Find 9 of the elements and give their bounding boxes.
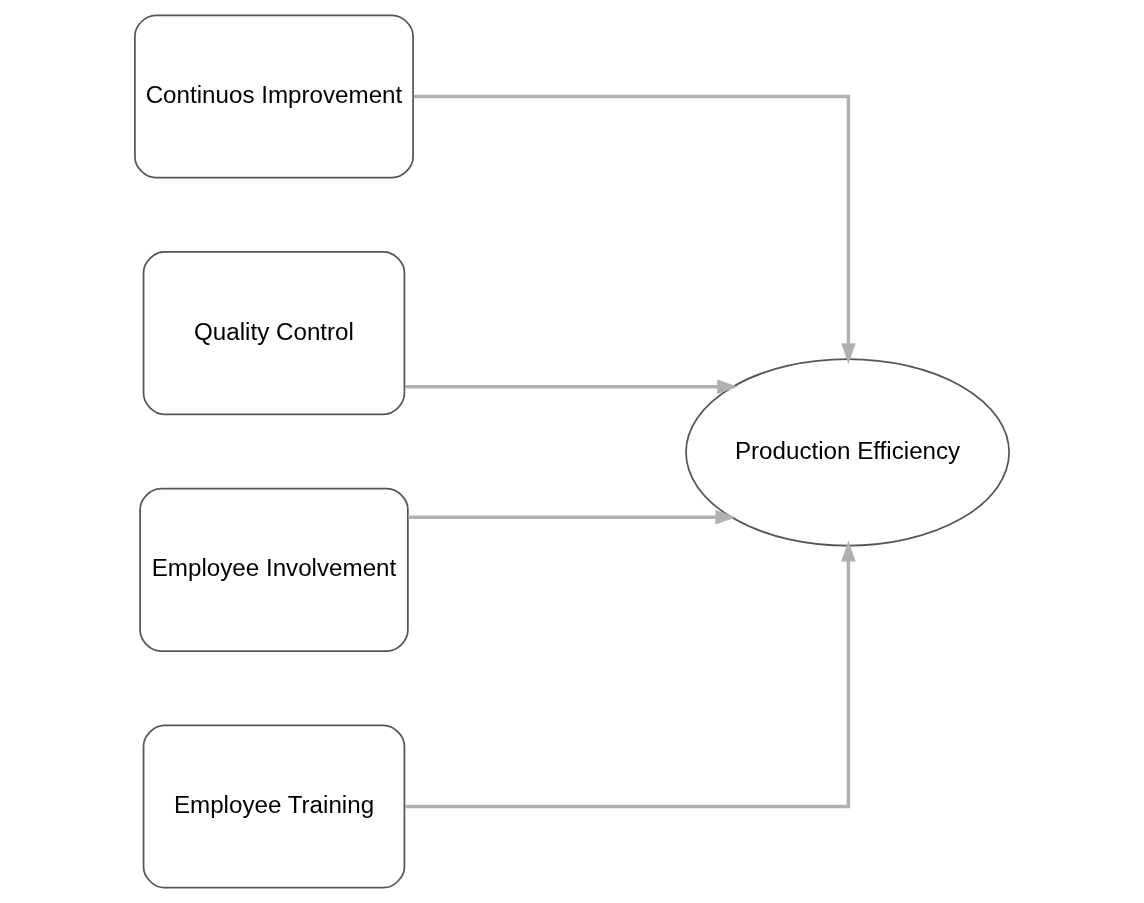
node-box: Employee Involvement [139,487,409,652]
arrow [408,509,737,525]
node-ellipse: Production Efficiency [685,358,1010,547]
arrow [404,379,738,394]
node-box: Quality Control [142,251,406,416]
arrow [413,94,856,365]
node-box: Continuos Improvement [134,14,414,179]
node-box: Employee Training [142,724,406,889]
arrow [405,540,856,809]
